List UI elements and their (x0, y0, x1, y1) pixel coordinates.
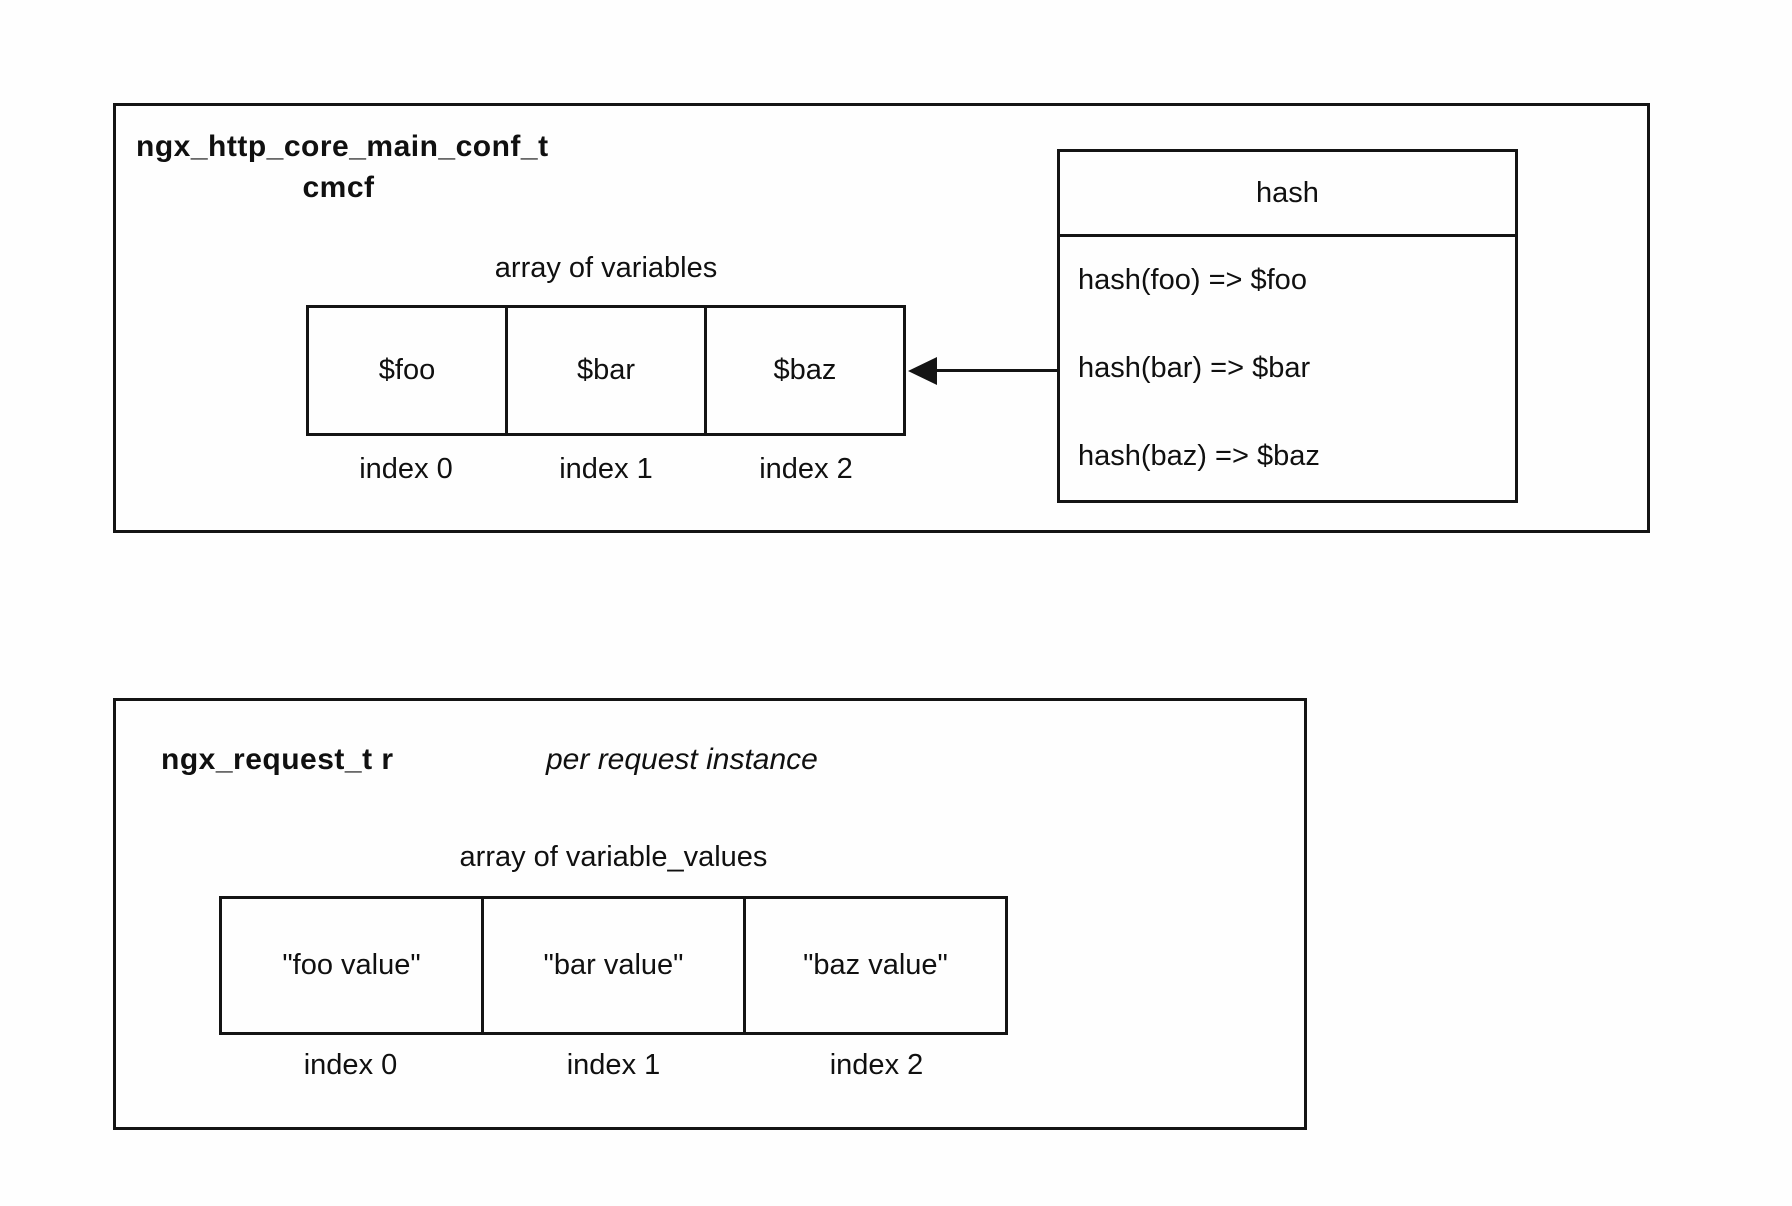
variable-cell-bar: $bar (508, 308, 707, 433)
variables-array: $foo $bar $baz (306, 305, 906, 436)
hash-to-array-arrow-line (936, 369, 1057, 372)
hash-row-bar: hash(bar) => $bar (1078, 352, 1311, 384)
value-cell-baz: "baz value" (803, 949, 948, 981)
variable-values-array-label: array of variable_values (459, 841, 768, 873)
cmcf-struct-name: ngx_http_core_main_conf_t (136, 130, 549, 163)
hash-row-baz: hash(baz) => $baz (1078, 439, 1320, 472)
value-cell-foo: "foo value" (222, 899, 484, 1032)
request-struct-box: ngx_request_t r per request instance arr… (113, 698, 1307, 1130)
variables-index-row: index 0 index 1 index 2 (306, 453, 906, 486)
variable-cell-baz: $baz (773, 354, 837, 386)
variable-values-array: "foo value" "bar value" "baz value" (219, 896, 1008, 1035)
cmcf-struct-box: ngx_http_core_main_conf_t cmcf array of … (113, 103, 1650, 533)
index-label-2: index 2 (829, 1049, 924, 1081)
variables-array-label: array of variables (494, 252, 718, 284)
per-request-note: per request instance (546, 743, 818, 776)
index-label-2: index 2 (759, 453, 853, 485)
hash-row-foo: hash(foo) => $foo (1078, 264, 1307, 297)
request-struct-name: ngx_request_t r (161, 743, 394, 776)
variable-values-index-row: index 0 index 1 index 2 (219, 1049, 1008, 1082)
index-label-1: index 1 (566, 1049, 661, 1081)
cmcf-instance-name: cmcf (302, 171, 375, 204)
value-cell-bar: "bar value" (484, 899, 746, 1032)
index-label-0: index 0 (359, 453, 453, 485)
index-label-1: index 1 (559, 453, 653, 485)
cmcf-title-block: ngx_http_core_main_conf_t cmcf (136, 126, 549, 208)
index-label-0: index 0 (303, 1049, 398, 1081)
variable-cell-foo: $foo (309, 308, 508, 433)
left-arrowhead-icon (908, 357, 937, 385)
hash-table-rows: hash(foo) => $foo hash(bar) => $bar hash… (1060, 237, 1515, 500)
hash-table-box: hash hash(foo) => $foo hash(bar) => $bar… (1057, 149, 1518, 503)
hash-table-header: hash (1060, 152, 1515, 237)
